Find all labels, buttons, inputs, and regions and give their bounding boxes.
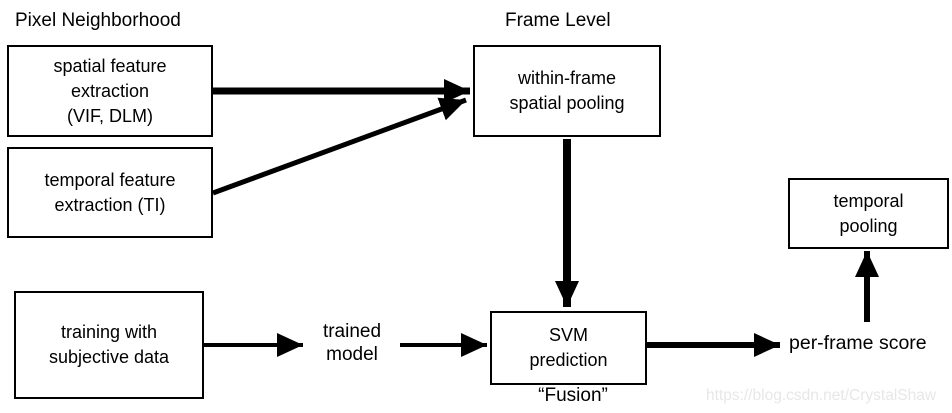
box-spatial-feature-line3: (VIF, DLM) [66, 105, 153, 126]
box-training-with-subjective-data: training with subjective data [14, 291, 204, 399]
section-title-frame-level: Frame Level [505, 10, 611, 31]
section-title-pixel-neighborhood: Pixel Neighborhood [15, 10, 181, 31]
box-within-frame-line2: spatial pooling [509, 93, 625, 113]
box-within-frame-line1: within-frame [517, 68, 617, 88]
label-per-frame-score: per-frame score [789, 332, 927, 354]
box-within-frame-spatial-pooling: within-frame spatial pooling [473, 45, 661, 137]
label-fusion: “Fusion” [538, 385, 608, 406]
box-temporal-feature-line2: extraction (TI) [54, 194, 166, 215]
box-spatial-feature-line1: spatial feature [53, 55, 167, 76]
box-spatial-feature-extraction: spatial feature extraction (VIF, DLM) [7, 45, 213, 137]
watermark-text: https://blog.csdn.net/CrystalShaw [706, 387, 937, 404]
box-temporal-feature-line1: temporal feature [44, 169, 176, 190]
box-training-line1: training with [60, 322, 158, 342]
box-svm-prediction: SVM prediction [490, 311, 647, 385]
box-svm-line2: prediction [529, 350, 608, 370]
box-temporal-pooling-line2: pooling [839, 215, 898, 236]
arrow-temporal-to-within-frame [212, 97, 467, 196]
box-temporal-pooling: temporal pooling [788, 178, 949, 249]
box-temporal-pooling-line1: temporal [833, 190, 904, 211]
box-spatial-feature-line2: extraction [70, 80, 150, 101]
box-training-line2: subjective data [48, 347, 170, 367]
label-trained-model: trained model [298, 320, 406, 366]
label-trained-model-line1: trained [322, 321, 382, 342]
label-trained-model-line2: model [326, 344, 378, 365]
box-svm-line1: SVM [548, 325, 588, 345]
box-temporal-feature-extraction: temporal feature extraction (TI) [7, 147, 213, 238]
